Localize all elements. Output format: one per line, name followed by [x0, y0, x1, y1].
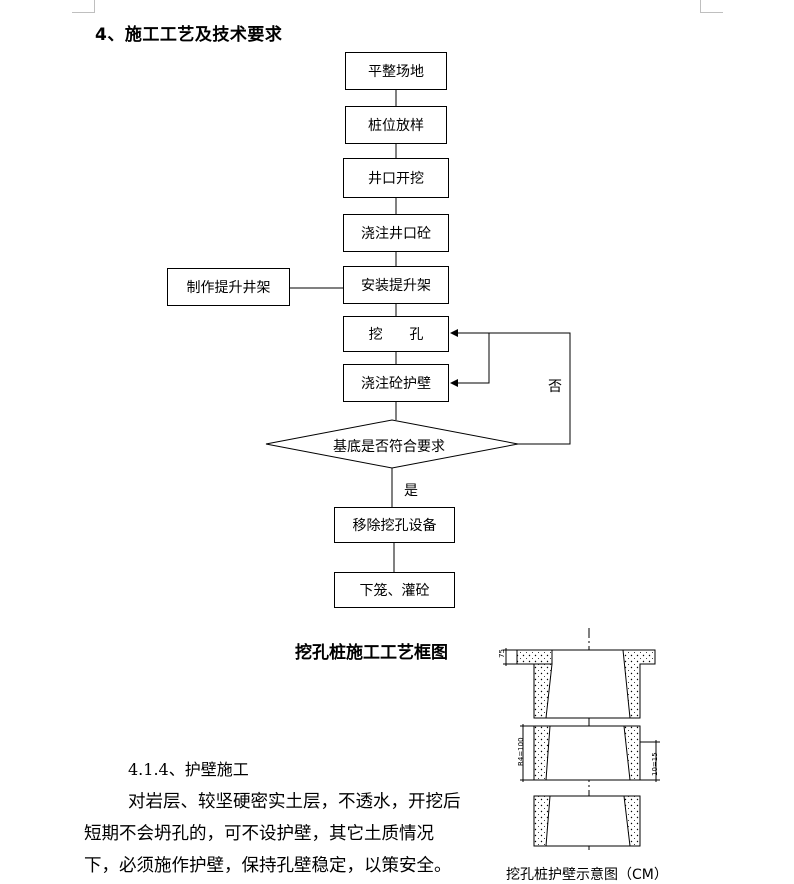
diagram-caption: 挖孔桩护壁示意图（CM） [506, 867, 668, 883]
flow-step-make-hoist-frame: 制作提升井架 [167, 268, 290, 306]
flow-step-dig-hole: 挖 孔 [343, 316, 449, 352]
dim-right: 10=15 [651, 752, 659, 776]
subsection-title: 4.1.4、护壁施工 [128, 760, 249, 779]
flow-step-level-site: 平整场地 [345, 52, 447, 90]
dim-top: 75 [498, 649, 506, 658]
section-heading: 4、施工工艺及技术要求 [95, 25, 283, 45]
dim-left: R4=100 [517, 737, 525, 766]
flow-step-pour-lining: 浇注砼护壁 [343, 364, 449, 402]
flow-step-install-hoist: 安装提升架 [343, 266, 449, 304]
paragraph-line: 对岩层、较坚硬密实土层，不透水，开挖后 [128, 792, 461, 812]
no-label: 否 [548, 379, 562, 395]
page-corner-mark-left [72, 0, 95, 13]
paragraph-line: 下，必须施作护壁，保持孔壁稳定，以策安全。 [84, 856, 452, 876]
flow-step-remove-equipment: 移除挖孔设备 [334, 507, 455, 543]
flow-step-stake-out: 桩位放样 [345, 106, 447, 144]
flow-step-cage-and-pour: 下笼、灌砼 [334, 572, 455, 608]
flow-step-excavate-well-mouth: 井口开挖 [343, 158, 449, 198]
flow-step-pour-well-concrete: 浇注井口砼 [343, 214, 449, 252]
paragraph-line: 短期不会坍孔的，可不设护壁，其它土质情况 [84, 824, 434, 844]
decision-label: 基底是否符合要求 [333, 439, 445, 455]
flowchart-caption: 挖孔桩施工工艺框图 [295, 643, 448, 663]
yes-label: 是 [404, 483, 418, 499]
page-corner-mark-right [700, 0, 723, 13]
